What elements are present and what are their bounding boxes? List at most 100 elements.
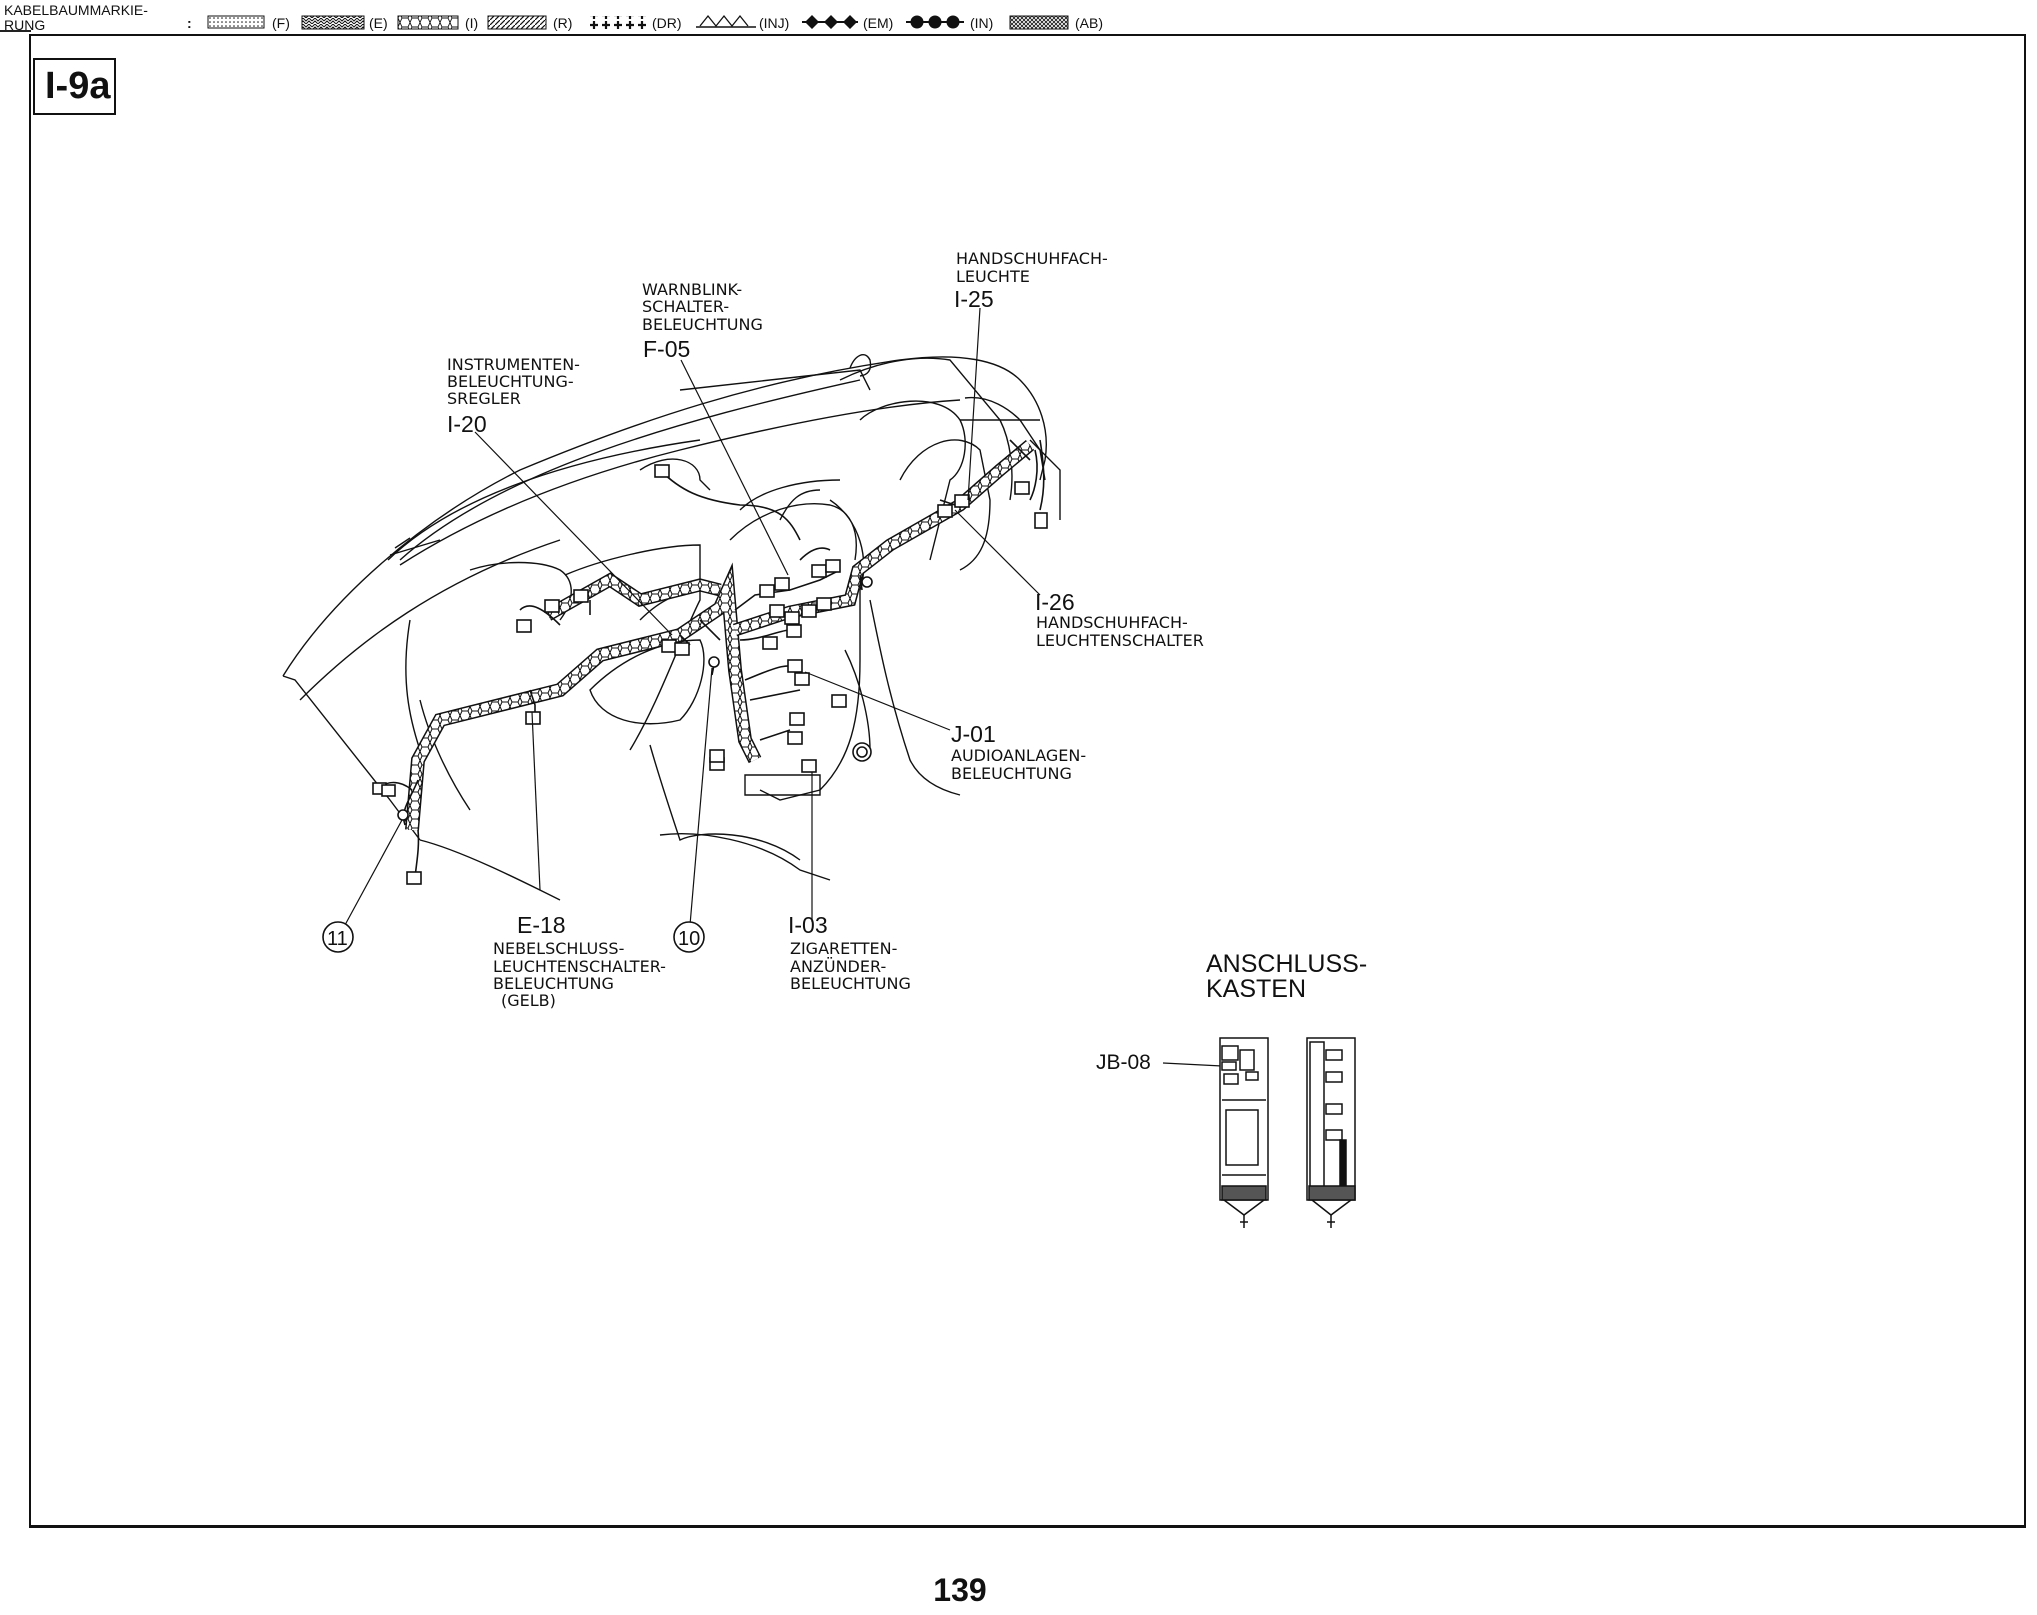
legend-separator: : bbox=[187, 15, 192, 31]
connector bbox=[801, 604, 817, 618]
connector bbox=[831, 694, 847, 708]
harness-marking-legend: KABELBAUMMARKIE- RUNG : bbox=[0, 0, 1600, 58]
j01-code: J-01 bbox=[951, 721, 996, 747]
connector bbox=[661, 639, 677, 653]
e18-name-line3: BELEUCHTUNG bbox=[493, 974, 614, 993]
ground-10-label: 10 bbox=[678, 928, 700, 950]
legend-swatch-ab bbox=[1009, 15, 1069, 30]
connector bbox=[801, 759, 817, 773]
i03-code: I-03 bbox=[788, 912, 828, 938]
j01-name-line2: BELEUCHTUNG bbox=[951, 764, 1072, 783]
i26-name-line2: LEUCHTENSCHALTER bbox=[1036, 631, 1204, 650]
legend-swatch-em bbox=[802, 15, 858, 29]
legend-swatch-i bbox=[397, 15, 459, 30]
dashboard-outline bbox=[282, 354, 1061, 901]
i20-name-line2: BELEUCHTUNG- bbox=[447, 372, 574, 391]
e18-name-line4: (GELB) bbox=[501, 991, 556, 1010]
connector bbox=[789, 712, 805, 726]
legend-code-f: (F) bbox=[272, 15, 290, 31]
legend-swatches bbox=[207, 14, 1069, 30]
cigarette-lighter-inner bbox=[856, 746, 868, 758]
i03-name-line1: ZIGARETTEN- bbox=[790, 939, 897, 958]
i20-name-line3: SREGLER bbox=[447, 389, 521, 408]
ground-callout-10 bbox=[673, 921, 705, 953]
diagram-frame bbox=[29, 34, 2026, 1528]
page-number: 139 bbox=[933, 1572, 987, 1608]
junction-box-front bbox=[1219, 1037, 1269, 1228]
i20-name-line1: INSTRUMENTEN- bbox=[447, 355, 580, 374]
jb08-code: JB-08 bbox=[1096, 1051, 1151, 1074]
connector bbox=[786, 624, 802, 638]
connector bbox=[937, 504, 953, 518]
i03-name-line3: BELEUCHTUNG bbox=[790, 974, 911, 993]
e18-name-line1: NEBELSCHLUSS- bbox=[493, 939, 624, 958]
connector bbox=[516, 619, 532, 633]
legend-swatch-dr bbox=[588, 16, 648, 29]
connector bbox=[954, 494, 970, 508]
connector bbox=[381, 784, 396, 797]
connector bbox=[811, 564, 827, 578]
legend-underline bbox=[0, 30, 31, 32]
connector bbox=[816, 597, 832, 611]
connector bbox=[674, 642, 690, 656]
legend-title-line2: RUNG bbox=[4, 17, 46, 33]
junction-box-title-line1: ANSCHLUSS- bbox=[1206, 950, 1367, 978]
f05-name-line2: SCHALTER- bbox=[642, 297, 729, 316]
e18-name-line2: LEUCHTENSCHALTER- bbox=[493, 957, 666, 976]
connector bbox=[825, 559, 841, 573]
connector bbox=[762, 636, 778, 650]
connector bbox=[709, 749, 725, 763]
section-id-label: I-9a bbox=[33, 58, 116, 115]
i25-name-line2: LEUCHTE bbox=[956, 267, 1030, 286]
legend-code-i: (I) bbox=[465, 15, 479, 31]
leader-lines bbox=[344, 307, 1223, 1067]
ground-callout-11 bbox=[322, 921, 354, 953]
i26-code: I-26 bbox=[1035, 589, 1075, 615]
connector bbox=[787, 659, 803, 673]
legend-code-inj: (INJ) bbox=[759, 15, 790, 31]
f05-name-line3: BELEUCHTUNG bbox=[642, 315, 763, 334]
i25-name-line1: HANDSCHUHFACH- bbox=[956, 249, 1108, 268]
i25-code: I-25 bbox=[954, 286, 994, 312]
junction-box-title-line2: KASTEN bbox=[1206, 975, 1306, 1003]
legend-swatch-inj bbox=[696, 14, 756, 28]
legend-code-em: (EM) bbox=[863, 15, 894, 31]
instrument-panel-harness bbox=[405, 440, 1035, 831]
legend-swatch-in bbox=[906, 15, 964, 29]
e18-code: E-18 bbox=[517, 912, 566, 938]
legend-code-in: (IN) bbox=[970, 15, 994, 31]
ground-point bbox=[708, 656, 720, 668]
f05-name-line1: WARNBLINK- bbox=[642, 280, 742, 299]
ground-point bbox=[861, 576, 873, 588]
i26-name-line1: HANDSCHUHFACH- bbox=[1036, 613, 1188, 632]
ground-points bbox=[397, 576, 873, 821]
connector bbox=[794, 672, 810, 686]
connector bbox=[787, 731, 803, 745]
f05-code: F-05 bbox=[643, 336, 690, 362]
connector bbox=[573, 589, 589, 603]
legend-code-e: (E) bbox=[369, 15, 388, 31]
legend-title-line1: KABELBAUMMARKIE- bbox=[4, 2, 148, 18]
connectors bbox=[372, 464, 1048, 885]
connector bbox=[654, 464, 670, 478]
connector bbox=[784, 611, 800, 625]
i03-name-line2: ANZÜNDER- bbox=[790, 957, 886, 976]
connector bbox=[544, 599, 560, 613]
connector bbox=[774, 577, 790, 591]
legend-swatch-e bbox=[301, 15, 365, 30]
ground-11-label: 11 bbox=[327, 928, 348, 950]
junction-box-side bbox=[1306, 1037, 1356, 1228]
i20-code: I-20 bbox=[447, 411, 487, 437]
legend-swatch-f bbox=[207, 15, 265, 29]
legend-code-dr: (DR) bbox=[652, 15, 682, 31]
connector bbox=[1014, 481, 1030, 495]
connector bbox=[406, 871, 422, 885]
connector bbox=[769, 604, 785, 618]
connector bbox=[759, 584, 775, 598]
j01-name-line1: AUDIOANLAGEN- bbox=[951, 746, 1086, 765]
connector bbox=[1034, 512, 1048, 529]
legend-code-ab: (AB) bbox=[1075, 15, 1103, 31]
ground-point bbox=[397, 809, 409, 821]
legend-swatch-r bbox=[487, 15, 547, 30]
